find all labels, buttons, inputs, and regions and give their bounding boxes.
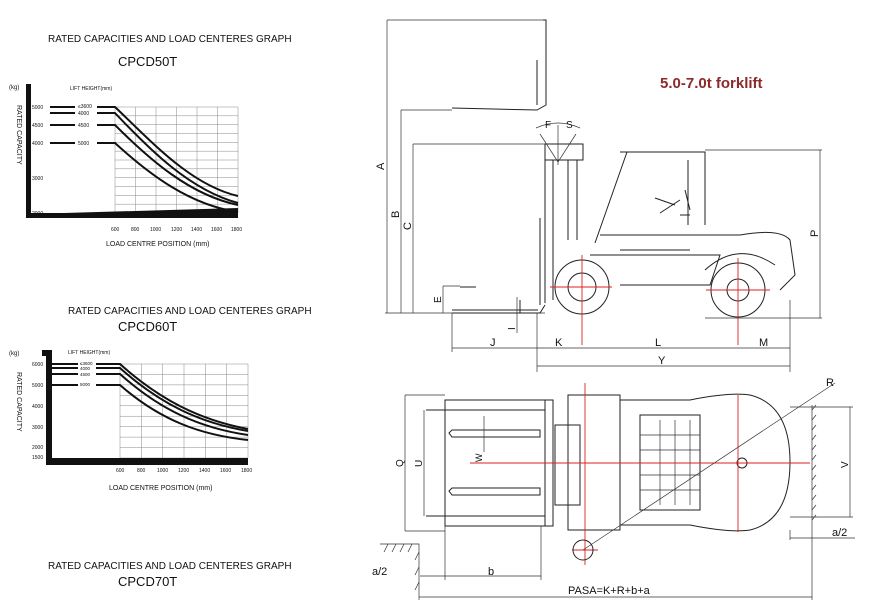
series-label: ≤3600 bbox=[80, 361, 93, 366]
y-tick: 5000 bbox=[32, 105, 43, 111]
dim-label-m: M bbox=[759, 337, 768, 349]
forklift-title: 5.0-7.0t forklift bbox=[660, 75, 763, 92]
graph-model: CPCD70T bbox=[118, 574, 177, 589]
dim-label-p: P bbox=[809, 230, 821, 237]
y-axis-label: RATED CAPACITY bbox=[15, 372, 22, 432]
y-tick: 6000 bbox=[32, 362, 43, 368]
series-label: 4000 bbox=[78, 111, 89, 117]
graph-title: RATED CAPACITIES AND LOAD CENTERES GRAPH bbox=[68, 306, 312, 317]
y-tick: 1500 bbox=[32, 455, 43, 461]
x-tick: 1200 bbox=[171, 227, 182, 233]
y-tick: 4500 bbox=[32, 123, 43, 129]
graph-title: RATED CAPACITIES AND LOAD CENTERES GRAPH bbox=[48, 561, 292, 572]
x-tick: 800 bbox=[131, 227, 140, 233]
dim-label-b-width: b bbox=[488, 566, 494, 578]
y-tick: 3000 bbox=[32, 176, 43, 182]
x-tick: 1000 bbox=[157, 468, 168, 474]
forklift-top-view: R Q U W V a/2 a/2 b PASA=K+R+b+a bbox=[372, 377, 855, 600]
series-label: 5000 bbox=[78, 141, 89, 147]
legend-title: LIFT HEIGHT(mm) bbox=[70, 86, 112, 92]
legend-title: LIFT HEIGHT(mm) bbox=[68, 350, 110, 356]
x-tick: 1400 bbox=[191, 227, 202, 233]
dim-label-y: Y bbox=[658, 355, 666, 367]
dim-label-b: B bbox=[390, 211, 402, 218]
capacity-graph-cpcd50t: RATED CAPACITIES AND LOAD CENTERES GRAPH… bbox=[9, 34, 292, 248]
dim-label-c: C bbox=[402, 222, 414, 230]
y-axis-label: RATED CAPACITY bbox=[15, 105, 22, 165]
y-tick: 5000 bbox=[32, 383, 43, 389]
series-label: ≤3600 bbox=[78, 104, 92, 110]
dim-label-r: R bbox=[826, 377, 834, 389]
y-tick: 4000 bbox=[32, 404, 43, 410]
dim-label-e: E bbox=[433, 296, 444, 303]
x-tick: 1000 bbox=[150, 227, 161, 233]
graph-model: CPCD50T bbox=[118, 54, 177, 69]
series-label: 5000 bbox=[80, 382, 91, 387]
dim-label-i: I bbox=[507, 327, 518, 330]
graph-model: CPCD60T bbox=[118, 319, 177, 334]
forklift-side-view: 5.0-7.0t forklift F S P A B C E I bbox=[375, 19, 822, 372]
x-tick: 1600 bbox=[211, 227, 222, 233]
x-tick: 600 bbox=[116, 468, 125, 474]
graph-title: RATED CAPACITIES AND LOAD CENTERES GRAPH bbox=[48, 34, 292, 45]
series-label: 4500 bbox=[80, 372, 91, 377]
capacity-graph-cpcd60t: RATED CAPACITIES AND LOAD CENTERES GRAPH… bbox=[9, 306, 312, 492]
x-axis-label: LOAD CENTRE POSITION (mm) bbox=[106, 241, 209, 248]
capacity-graph-cpcd70t: RATED CAPACITIES AND LOAD CENTERES GRAPH… bbox=[48, 561, 292, 589]
dim-label-a: A bbox=[375, 162, 387, 170]
dim-label-k: K bbox=[555, 337, 563, 349]
dim-label-l: L bbox=[655, 337, 661, 349]
dim-label-a2-right: a/2 bbox=[832, 527, 847, 539]
x-tick: 1800 bbox=[231, 227, 242, 233]
dim-label-u: U bbox=[414, 460, 425, 467]
dim-label-w: W bbox=[474, 453, 484, 462]
pasa-formula: PASA=K+R+b+a bbox=[568, 585, 651, 597]
y-tick: 2000 bbox=[32, 445, 43, 451]
x-tick: 1800 bbox=[241, 468, 252, 474]
dim-label-f: F bbox=[545, 120, 551, 131]
x-tick: 1200 bbox=[178, 468, 189, 474]
dim-label-v: V bbox=[840, 461, 851, 468]
series-label: 4500 bbox=[78, 123, 89, 129]
y-tick: 3000 bbox=[32, 425, 43, 431]
dim-label-q: Q bbox=[395, 459, 406, 467]
x-tick: 800 bbox=[137, 468, 146, 474]
y-unit: (kg) bbox=[9, 351, 19, 357]
y-tick: 4000 bbox=[32, 141, 43, 147]
series-label: 4000 bbox=[80, 366, 91, 371]
y-tick: 2000 bbox=[32, 211, 43, 217]
dim-label-a2-left: a/2 bbox=[372, 566, 387, 578]
y-unit: (kg) bbox=[9, 85, 19, 91]
dim-label-s: S bbox=[566, 120, 573, 131]
x-axis-label: LOAD CENTRE POSITION (mm) bbox=[109, 485, 212, 492]
x-tick: 600 bbox=[111, 227, 120, 233]
dim-label-j: J bbox=[490, 337, 496, 349]
x-tick: 1600 bbox=[220, 468, 231, 474]
x-tick: 1400 bbox=[199, 468, 210, 474]
